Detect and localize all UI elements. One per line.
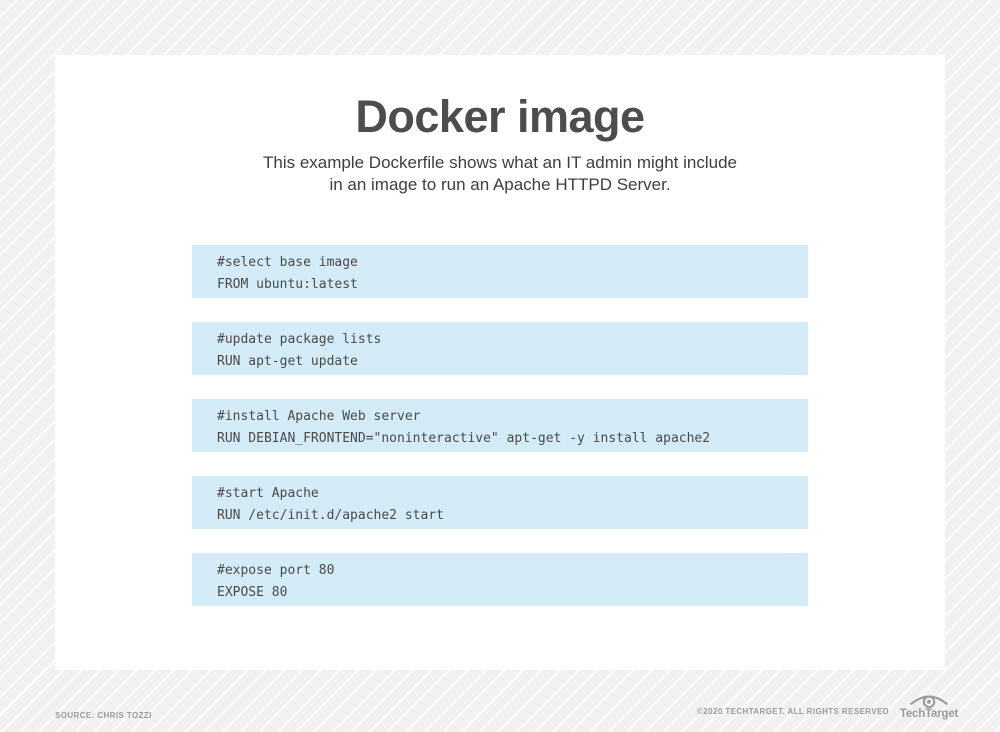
dockerfile-blocks: #select base image FROM ubuntu:latest #u… (192, 245, 808, 630)
code-block-start-apache: #start Apache RUN /etc/init.d/apache2 st… (192, 476, 808, 529)
footer-right: ©2020 TECHTARGET. ALL RIGHTS RESERVED Te… (697, 692, 958, 720)
page-title: Docker image (355, 91, 645, 142)
code-command-line: RUN apt-get update (217, 354, 358, 369)
techtarget-logo: TechTarget (900, 692, 958, 720)
page-subtitle: This example Dockerfile shows what an IT… (55, 152, 945, 196)
subtitle-line-2: in an image to run an Apache HTTPD Serve… (329, 175, 671, 194)
code-command-line: FROM ubuntu:latest (217, 277, 358, 292)
code-block-install-apache: #install Apache Web server RUN DEBIAN_FR… (192, 399, 808, 452)
code-comment-line: #install Apache Web server (217, 409, 421, 424)
code-comment-line: #start Apache (217, 486, 319, 501)
eye-target-icon (908, 692, 950, 709)
code-comment-line: #expose port 80 (217, 563, 335, 578)
code-block-base-image: #select base image FROM ubuntu:latest (192, 245, 808, 298)
subtitle-line-1: This example Dockerfile shows what an IT… (262, 153, 737, 172)
source-credit: SOURCE: CHRIS TOZZI (55, 711, 152, 720)
code-comment-line: #update package lists (217, 332, 382, 347)
content-card: Docker image This example Dockerfile sho… (55, 55, 945, 670)
code-block-expose-port: #expose port 80 EXPOSE 80 (192, 553, 808, 606)
copyright-text: ©2020 TECHTARGET. ALL RIGHTS RESERVED (697, 707, 889, 716)
code-command-line: EXPOSE 80 (217, 585, 288, 600)
code-command-line: RUN /etc/init.d/apache2 start (217, 508, 444, 523)
code-block-update-packages: #update package lists RUN apt-get update (192, 322, 808, 375)
code-comment-line: #select base image (217, 255, 358, 270)
footer: SOURCE: CHRIS TOZZI ©2020 TECHTARGET. AL… (55, 692, 958, 720)
logo-wordmark: TechTarget (899, 708, 959, 720)
code-command-line: RUN DEBIAN_FRONTEND="noninteractive" apt… (217, 431, 711, 446)
